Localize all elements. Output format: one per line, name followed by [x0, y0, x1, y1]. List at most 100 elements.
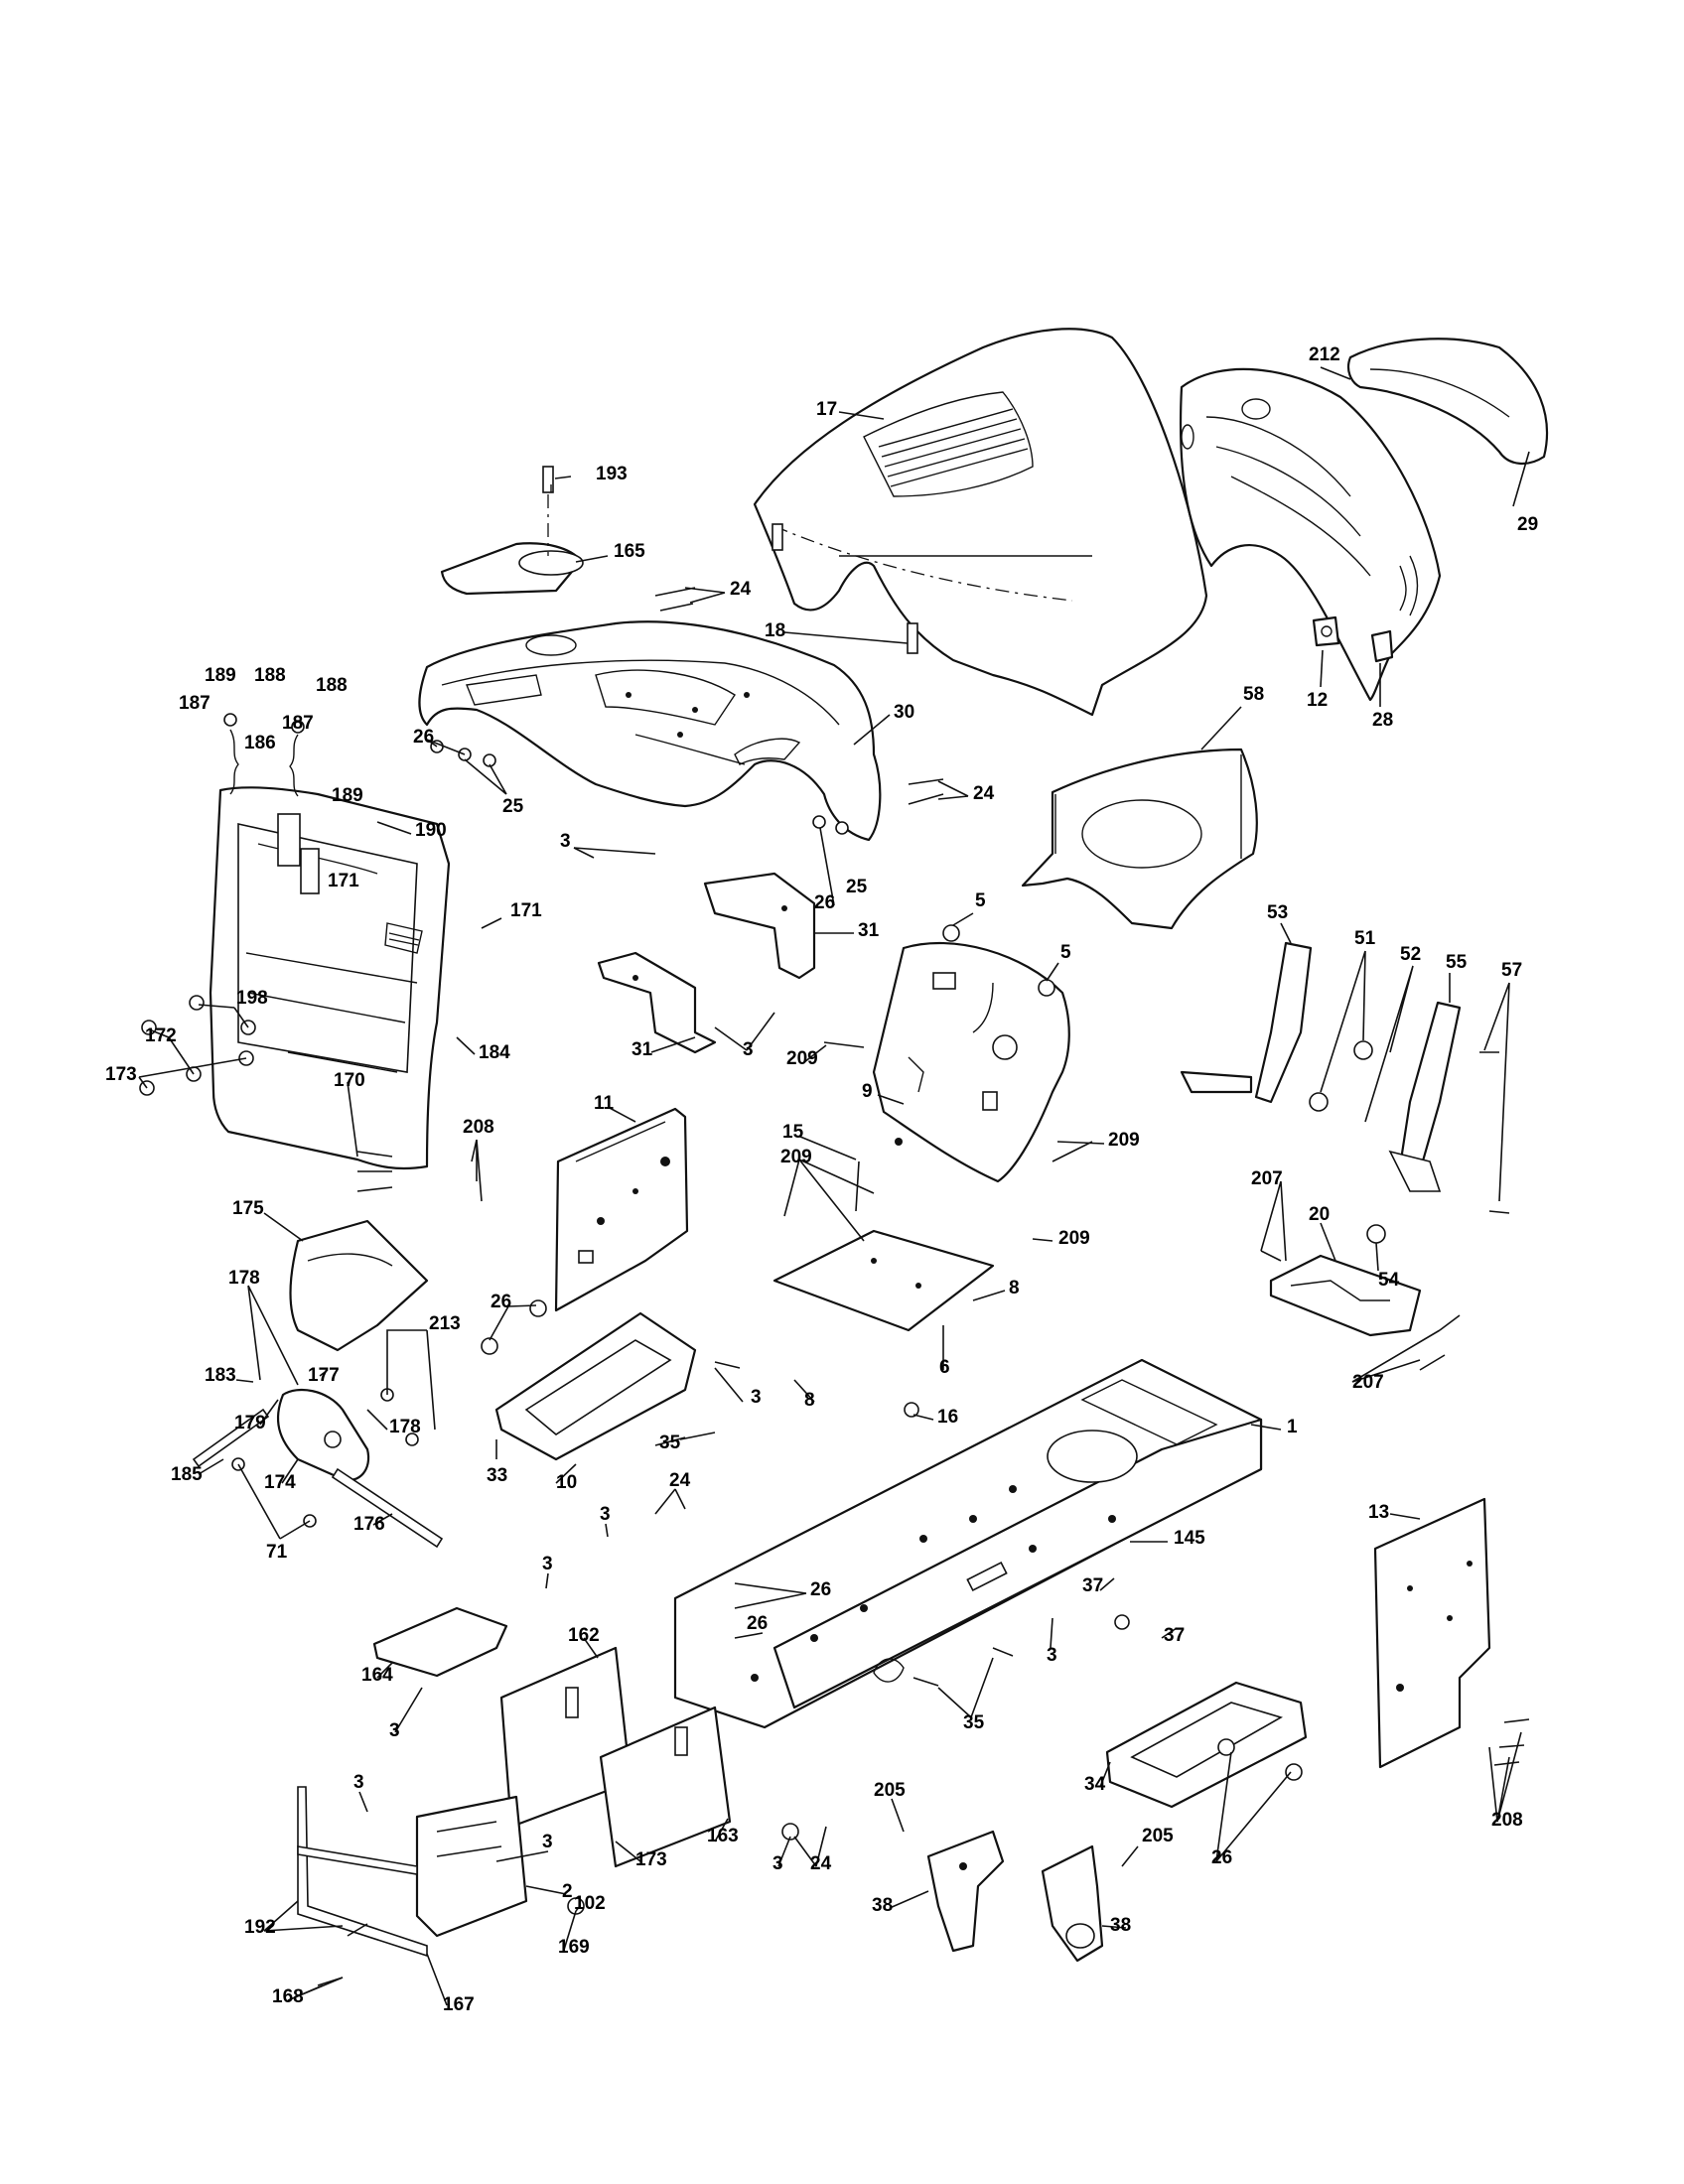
callout-3: 3 — [772, 1853, 783, 1874]
dash-cover-part-165[interactable] — [440, 466, 584, 596]
callout-31: 31 — [632, 1039, 653, 1060]
callout-10: 10 — [556, 1472, 577, 1493]
callout-6: 6 — [939, 1357, 950, 1378]
callout-3: 3 — [389, 1720, 400, 1741]
callout-189: 189 — [332, 785, 363, 806]
callout-17: 17 — [816, 399, 837, 420]
steering-shield-part-175[interactable] — [289, 1219, 429, 1352]
callout-2: 2 — [562, 1881, 573, 1902]
drag-link-part-176[interactable] — [331, 1467, 444, 1549]
callout-3: 3 — [542, 1832, 553, 1852]
callout-5: 5 — [975, 890, 986, 911]
brake-arm-part-55[interactable] — [1388, 1001, 1462, 1192]
mounting-plate-part-6[interactable] — [772, 1229, 995, 1332]
steering-support-plate-part-9[interactable] — [872, 941, 1070, 1183]
main-frame-part-1[interactable] — [673, 1358, 1263, 1729]
callout-54: 54 — [1378, 1270, 1400, 1291]
callout-188: 188 — [254, 665, 286, 686]
callout-198: 198 — [236, 988, 268, 1009]
callout-71: 71 — [266, 1542, 288, 1563]
callout-26: 26 — [1211, 1847, 1232, 1868]
callout-8: 8 — [1009, 1278, 1020, 1298]
hood-part-17[interactable] — [753, 328, 1208, 717]
callout-178: 178 — [228, 1268, 260, 1289]
brake-link-part-53[interactable] — [1180, 941, 1313, 1104]
callout-187: 187 — [282, 713, 314, 734]
callout-175: 175 — [232, 1198, 264, 1219]
callout-38: 38 — [1110, 1915, 1131, 1936]
callout-190: 190 — [415, 820, 447, 841]
callout-167: 167 — [443, 1994, 475, 2015]
callout-165: 165 — [614, 541, 645, 562]
callout-205: 205 — [1142, 1826, 1174, 1846]
callout-193: 193 — [596, 464, 628, 484]
callout-168: 168 — [272, 1986, 304, 2007]
pedal-bracket-part-20[interactable] — [1269, 1254, 1422, 1337]
callout-51: 51 — [1354, 928, 1376, 949]
battery-tray-part-58[interactable] — [1021, 748, 1258, 930]
dash-fender-part-30[interactable] — [418, 620, 882, 842]
callout-174: 174 — [264, 1472, 296, 1493]
front-bracket-part-163[interactable] — [599, 1706, 732, 1868]
callout-209: 209 — [1058, 1228, 1090, 1249]
callout-205: 205 — [874, 1780, 906, 1801]
dash-support-bracket-part-31[interactable] — [597, 872, 816, 1054]
callout-3: 3 — [542, 1554, 553, 1574]
grille-clip-part-12[interactable] — [1312, 615, 1340, 647]
front-bracket-part-162[interactable] — [499, 1646, 632, 1829]
callout-26: 26 — [747, 1613, 768, 1634]
callout-171: 171 — [328, 871, 359, 891]
callout-171: 171 — [510, 900, 542, 921]
side-panel-part-11[interactable] — [554, 1107, 689, 1312]
headlight-lens-part-29[interactable] — [1346, 338, 1549, 465]
callout-38: 38 — [872, 1895, 893, 1916]
callout-183: 183 — [205, 1365, 236, 1386]
callout-30: 30 — [894, 702, 914, 723]
callout-5: 5 — [1060, 942, 1071, 963]
callout-3: 3 — [600, 1504, 611, 1525]
footrest-part-34[interactable] — [1105, 1681, 1308, 1809]
footrest-part-33[interactable] — [494, 1311, 697, 1461]
callout-192: 192 — [244, 1917, 276, 1938]
callout-24: 24 — [810, 1853, 832, 1874]
callout-208: 208 — [1491, 1810, 1523, 1831]
callout-208: 208 — [463, 1117, 494, 1138]
bumper-bracket-part-2[interactable] — [415, 1795, 528, 1938]
callout-34: 34 — [1084, 1774, 1106, 1795]
callout-145: 145 — [1174, 1528, 1205, 1549]
callout-26: 26 — [810, 1579, 831, 1600]
bumper-part-167[interactable] — [297, 1786, 428, 1958]
callout-184: 184 — [479, 1042, 510, 1063]
callout-173: 173 — [635, 1849, 667, 1870]
callout-26: 26 — [413, 727, 434, 748]
callout-187: 187 — [179, 693, 210, 714]
bracket-part-38-right[interactable] — [1041, 1844, 1104, 1963]
callout-178: 178 — [389, 1417, 421, 1437]
callout-13: 13 — [1368, 1502, 1389, 1523]
callout-3: 3 — [353, 1772, 364, 1793]
support-bracket-part-164[interactable] — [372, 1606, 508, 1678]
grille-housing-part-212[interactable] — [1179, 367, 1442, 702]
spring-parts-186-189[interactable] — [223, 713, 305, 797]
callout-170: 170 — [334, 1070, 365, 1091]
front-panel-part-170[interactable] — [209, 786, 451, 1170]
callout-162: 162 — [568, 1625, 600, 1646]
callout-169: 169 — [558, 1937, 590, 1958]
callout-58: 58 — [1243, 684, 1264, 705]
callout-189: 189 — [205, 665, 236, 686]
callout-9: 9 — [862, 1081, 873, 1102]
bracket-part-38-left[interactable] — [926, 1830, 1005, 1953]
pin-part-185[interactable] — [192, 1408, 270, 1468]
side-panel-part-13[interactable] — [1373, 1497, 1491, 1769]
callout-28: 28 — [1372, 710, 1393, 731]
steering-gear-part-174[interactable] — [276, 1388, 370, 1482]
callout-26: 26 — [491, 1292, 511, 1312]
callout-209: 209 — [786, 1048, 818, 1069]
callout-53: 53 — [1267, 902, 1288, 923]
grille-bracket-part-28[interactable] — [1370, 629, 1394, 663]
callout-179: 179 — [234, 1413, 266, 1433]
callout-33: 33 — [487, 1465, 507, 1486]
callout-209: 209 — [780, 1147, 812, 1167]
callout-57: 57 — [1501, 960, 1522, 981]
